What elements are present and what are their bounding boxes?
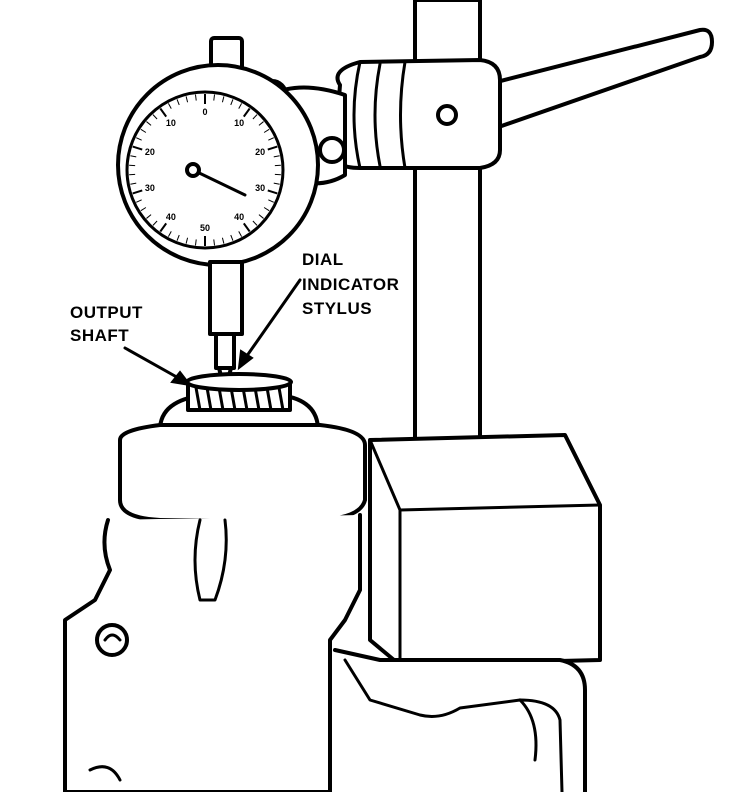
dial-tick xyxy=(159,107,168,118)
dial-tick xyxy=(230,234,234,241)
dial-tick xyxy=(194,94,197,101)
output-shaft-label: OUTPUT SHAFT xyxy=(70,303,148,345)
dial-tick xyxy=(152,220,158,226)
dial-tick xyxy=(267,145,278,151)
dial-tick xyxy=(230,99,234,106)
transmission-case xyxy=(63,513,587,792)
magnetic-base xyxy=(368,433,602,667)
dial-indicator: 10 20 30 40 50 40 30 20 10 0 xyxy=(116,36,320,382)
dial-tick xyxy=(221,237,225,244)
clamp-block xyxy=(332,58,502,170)
stylus-label-line3: STYLUS xyxy=(302,299,372,318)
arm-rod xyxy=(483,27,714,132)
stylus-arrow xyxy=(237,278,302,371)
dial-number: 30 xyxy=(255,183,265,193)
dial-number: 20 xyxy=(255,147,265,157)
dial-tick xyxy=(140,207,147,212)
housing-platform xyxy=(118,423,367,522)
case-bolt-hole xyxy=(95,623,129,657)
output-shaft-label-line1: OUTPUT xyxy=(70,303,143,322)
dial-tick xyxy=(194,239,197,246)
dial-tick xyxy=(136,199,142,203)
dial-tick xyxy=(132,189,143,195)
dial-tick xyxy=(167,231,172,237)
dial-tick xyxy=(132,145,143,151)
dial-tick xyxy=(185,96,189,103)
dial-tick xyxy=(146,121,152,126)
dial-tick xyxy=(213,239,216,246)
dial-tick xyxy=(146,214,152,219)
dial-number: 10 xyxy=(166,118,176,128)
dial-tick xyxy=(136,137,142,141)
dial-tick xyxy=(273,155,280,158)
dial-tick xyxy=(258,214,264,219)
dial-needle xyxy=(191,168,247,197)
output-shaft-arrow xyxy=(123,346,193,387)
dial-face xyxy=(125,90,285,250)
dial-tick xyxy=(252,114,258,120)
dial-number: 50 xyxy=(200,223,210,233)
dial-number: 40 xyxy=(234,212,244,222)
dial-ticks xyxy=(129,94,281,246)
dial-tick xyxy=(140,128,147,133)
dial-tick xyxy=(263,128,270,133)
stylus-label-line2: INDICATOR xyxy=(302,275,399,294)
dial-tick xyxy=(252,220,258,226)
dial-tick xyxy=(273,182,280,185)
dial-tick xyxy=(130,155,137,158)
output-shaft-label-line2: SHAFT xyxy=(70,326,129,345)
dial-tick xyxy=(152,114,158,120)
dial-tick xyxy=(221,96,225,103)
dial-tick xyxy=(267,189,278,195)
dial-tick xyxy=(238,103,243,109)
output-shaft xyxy=(158,372,320,432)
dial-tick xyxy=(268,137,274,141)
dial-hub xyxy=(185,162,201,178)
dial-tick xyxy=(238,231,243,237)
dial-tick xyxy=(130,182,137,185)
dial-tick xyxy=(176,99,180,106)
dial-number: 20 xyxy=(145,147,155,157)
dial-tick xyxy=(176,234,180,241)
dial-number: 30 xyxy=(145,183,155,193)
dial-tick xyxy=(167,103,172,109)
dial-tick xyxy=(258,121,264,126)
dial-numbers: 10 20 30 40 50 40 30 20 10 0 xyxy=(145,107,265,233)
dial-tick xyxy=(242,222,251,233)
dial-tick xyxy=(213,94,216,101)
dial-tick xyxy=(263,207,270,212)
dial-indicator-stylus-label: DIAL INDICATOR STYLUS xyxy=(302,250,405,318)
dial-tick xyxy=(185,237,189,244)
dial-number: 40 xyxy=(166,212,176,222)
dial-tick xyxy=(159,222,168,233)
stylus-label-line1: DIAL xyxy=(302,250,343,269)
stem xyxy=(208,260,244,336)
stylus xyxy=(214,332,236,370)
dial-number: 10 xyxy=(234,118,244,128)
dial-number: 0 xyxy=(202,107,207,117)
dial-tick xyxy=(268,199,274,203)
clamp-screw-hole xyxy=(436,104,458,126)
dial-tick xyxy=(242,107,251,118)
